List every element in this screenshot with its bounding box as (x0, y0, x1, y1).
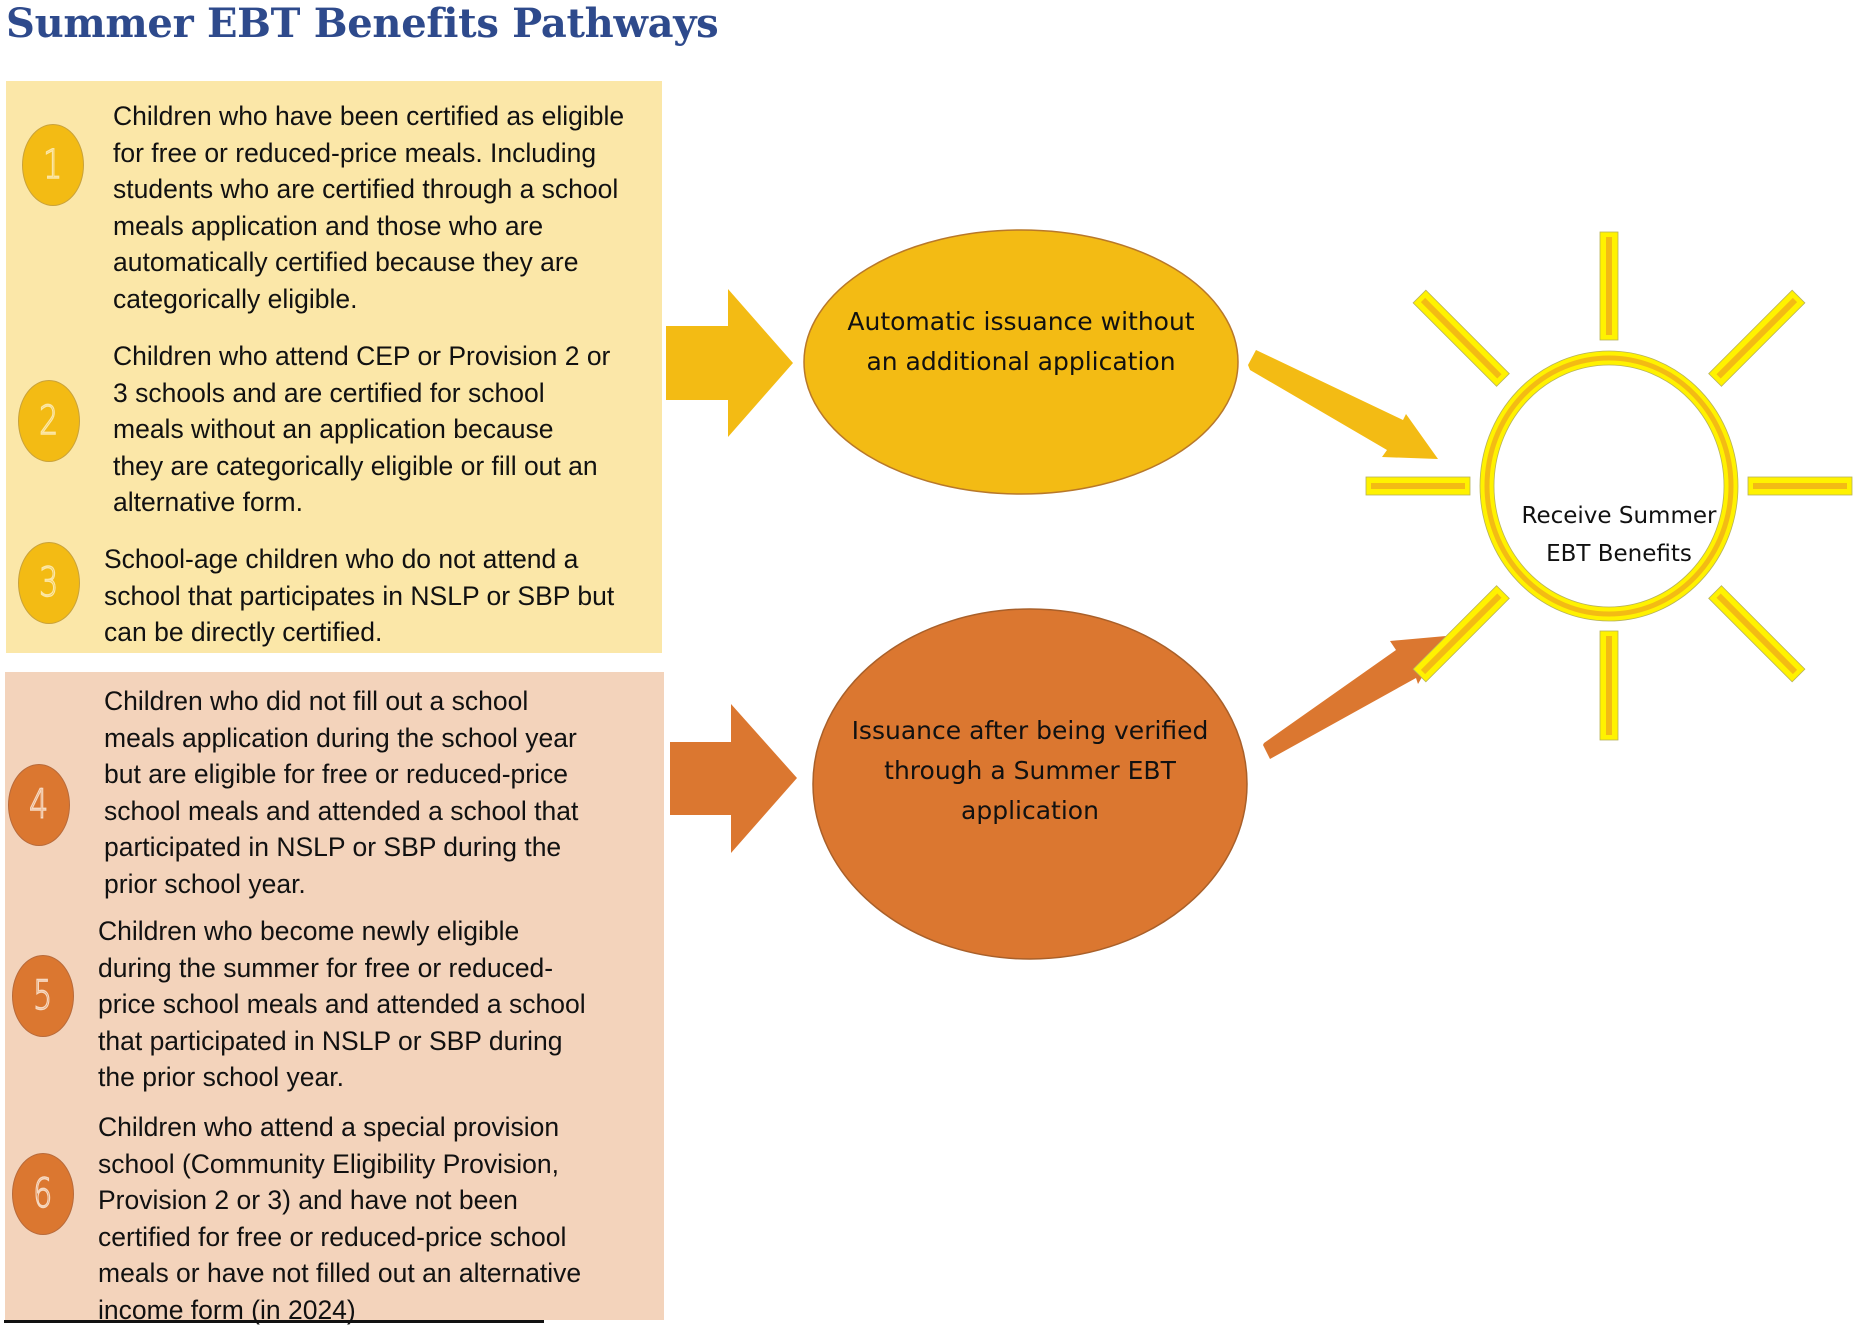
step-number: 1 (43, 141, 63, 189)
eligibility-item-5: Children who become newly eligible durin… (98, 916, 586, 1092)
step-badge-4: 4 (8, 764, 70, 846)
eligibility-item-4: Children who did not fill out a school m… (104, 686, 579, 899)
step-badge-1: 1 (22, 124, 84, 206)
application-issuance-ellipse (812, 608, 1248, 960)
automatic-issuance-label: Automatic issuance without an additional… (847, 307, 1195, 376)
sun-ray (1747, 476, 1853, 496)
step-badge-6: 6 (12, 1153, 74, 1235)
eligibility-item-2: Children who attend CEP or Provision 2 o… (113, 341, 611, 517)
step-badge-5: 5 (12, 955, 74, 1037)
footer-rule (4, 1320, 544, 1323)
right-arrow-icon (670, 704, 797, 853)
sun-ray (1365, 476, 1471, 496)
step-badge-3: 3 (18, 542, 80, 624)
step-number: 5 (33, 972, 53, 1020)
page-title: Summer EBT Benefits Pathways (6, 0, 719, 47)
right-arrow-icon (666, 289, 793, 437)
step-number: 3 (39, 559, 59, 607)
receive-benefits-label: Receive Summer EBT Benefits (1521, 503, 1717, 567)
application-group-box (5, 672, 664, 1320)
automatic-issuance-ellipse (803, 229, 1239, 495)
diagonal-arrow-icon (1248, 350, 1438, 459)
sun-ray (1599, 630, 1619, 741)
eligibility-item-1: Children who have been certified as elig… (113, 101, 625, 314)
sun-rays (1365, 231, 1853, 741)
step-badge-2: 2 (18, 380, 80, 462)
diagonal-arrow-icon (1263, 636, 1446, 759)
step-number: 2 (39, 397, 59, 445)
application-issuance-label: Issuance after being verified through a … (851, 716, 1209, 825)
step-number: 6 (33, 1170, 53, 1218)
eligibility-item-6: Children who attend a special provision … (98, 1112, 582, 1325)
eligibility-item-3: School-age children who do not attend a … (104, 544, 615, 647)
sun-icon (1479, 350, 1739, 622)
sun-ray (1708, 585, 1806, 683)
automatic-group-box (6, 81, 662, 653)
step-number: 4 (29, 781, 49, 829)
sun-ray (1708, 289, 1806, 387)
sun-ray (1599, 231, 1619, 341)
sun-ray (1412, 289, 1510, 387)
sun-ray (1412, 585, 1510, 683)
